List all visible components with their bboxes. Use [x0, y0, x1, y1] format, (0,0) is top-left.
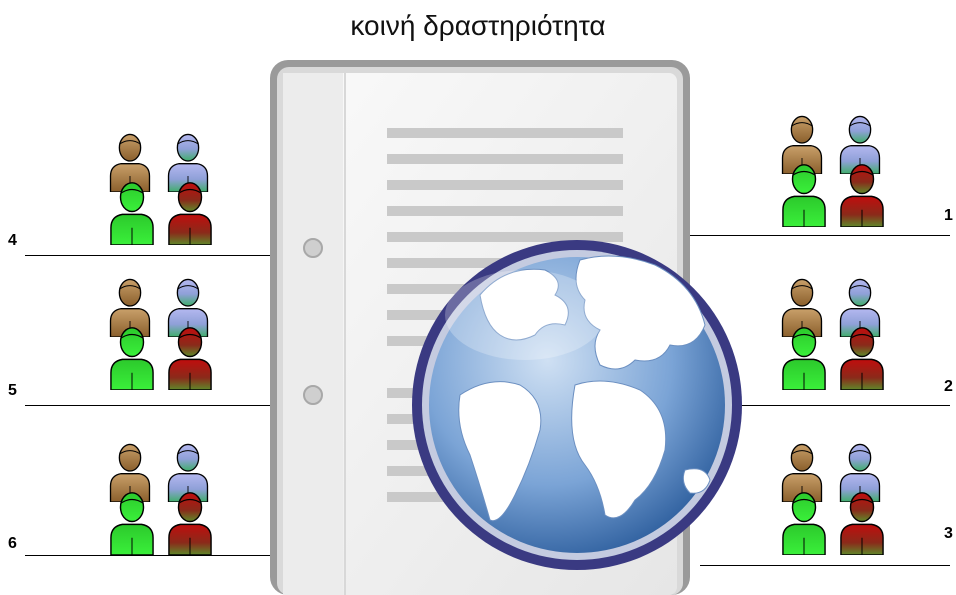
connector-line-3: [700, 565, 950, 566]
user-group-icon-5: [100, 275, 225, 390]
group-number-3: 3: [944, 525, 953, 542]
connector-line-5: [25, 405, 275, 406]
user-group-icon-2: [772, 275, 897, 390]
connector-line-1: [690, 235, 950, 236]
group-number-2: 2: [944, 378, 953, 395]
group-number-4: 4: [8, 232, 17, 249]
group-number-6: 6: [8, 535, 17, 552]
user-group-icon-6: [100, 440, 225, 555]
user-group-icon-4: [100, 130, 225, 245]
connector-line-2: [705, 405, 950, 406]
user-group-icon-3: [772, 440, 897, 555]
globe-icon: [412, 240, 742, 570]
user-group-icon-1: [772, 112, 897, 227]
connector-line-4: [25, 255, 275, 256]
group-number-5: 5: [8, 382, 17, 399]
group-number-1: 1: [944, 207, 953, 224]
diagram-title: κοινή δραστηριότητα: [350, 10, 606, 41]
connector-line-6: [25, 555, 275, 556]
